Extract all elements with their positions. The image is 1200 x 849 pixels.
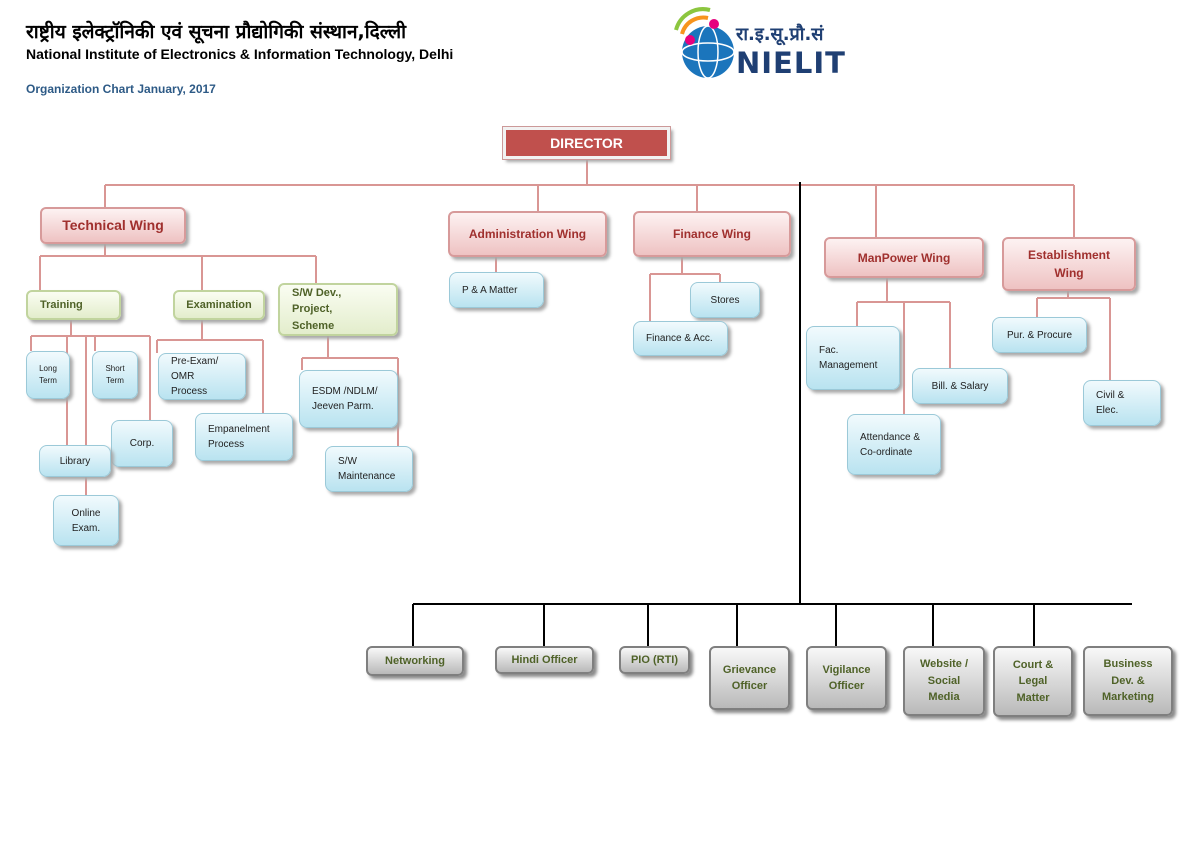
business-dev-marketing-box: Business Dev. & Marketing: [1083, 646, 1173, 716]
director-box: DIRECTOR: [502, 126, 671, 160]
online-exam-box: Online Exam.: [53, 495, 119, 546]
training-box: Training: [26, 290, 121, 320]
sw-maintenance-box: S/W Maintenance: [325, 446, 413, 492]
civil-elec-box: Civil & Elec.: [1083, 380, 1161, 426]
court-legal-matter-box: Court & Legal Matter: [993, 646, 1073, 717]
esdm-box: ESDM /NDLM/ Jeeven Parm.: [299, 370, 398, 428]
website-social-media-box: Website / Social Media: [903, 646, 985, 716]
administration-wing-box: Administration Wing: [448, 211, 607, 257]
nielit-logo: रा.इ.सू.प्रौ.सं NIELIT: [670, 6, 860, 84]
hindi-officer-box: Hindi Officer: [495, 646, 594, 674]
chart-subtitle: Organization Chart January, 2017: [26, 82, 216, 96]
networking-box: Networking: [366, 646, 464, 676]
establishment-wing-box: Establishment Wing: [1002, 237, 1136, 291]
attendance-box: Attendance & Co-ordinate: [847, 414, 941, 475]
sw-dev-box: S/W Dev., Project, Scheme: [278, 283, 398, 336]
examination-box: Examination: [173, 290, 265, 320]
short-term-box: Short Term: [92, 351, 138, 399]
bill-salary-box: Bill. & Salary: [912, 368, 1008, 404]
logo-text-english: NIELIT: [736, 46, 846, 80]
title-english: National Institute of Electronics & Info…: [26, 46, 454, 62]
empanelment-box: Empanelment Process: [195, 413, 293, 461]
pio-rti-box: PIO (RTI): [619, 646, 690, 674]
technical-wing-box: Technical Wing: [40, 207, 186, 244]
vigilance-officer-box: Vigilance Officer: [806, 646, 887, 710]
grievance-officer-box: Grievance Officer: [709, 646, 790, 710]
manpower-wing-box: ManPower Wing: [824, 237, 984, 278]
fac-management-box: Fac. Management: [806, 326, 900, 390]
pre-exam-box: Pre-Exam/ OMR Process: [158, 353, 246, 400]
pa-matter-box: P & A Matter: [449, 272, 544, 308]
logo-text-hindi: रा.इ.सू.प्रौ.सं: [736, 24, 824, 45]
corp-box: Corp.: [111, 420, 173, 467]
pur-procure-box: Pur. & Procure: [992, 317, 1087, 353]
finance-acc-box: Finance & Acc.: [633, 321, 728, 356]
finance-wing-box: Finance Wing: [633, 211, 791, 257]
globe-logo-icon: [674, 7, 735, 79]
stores-box: Stores: [690, 282, 760, 318]
title-hindi: राष्ट्रीय इलेक्ट्रॉनिकी एवं सूचना प्रौद्…: [26, 21, 407, 43]
long-term-box: Long Term: [26, 351, 70, 399]
library-box: Library: [39, 445, 111, 477]
